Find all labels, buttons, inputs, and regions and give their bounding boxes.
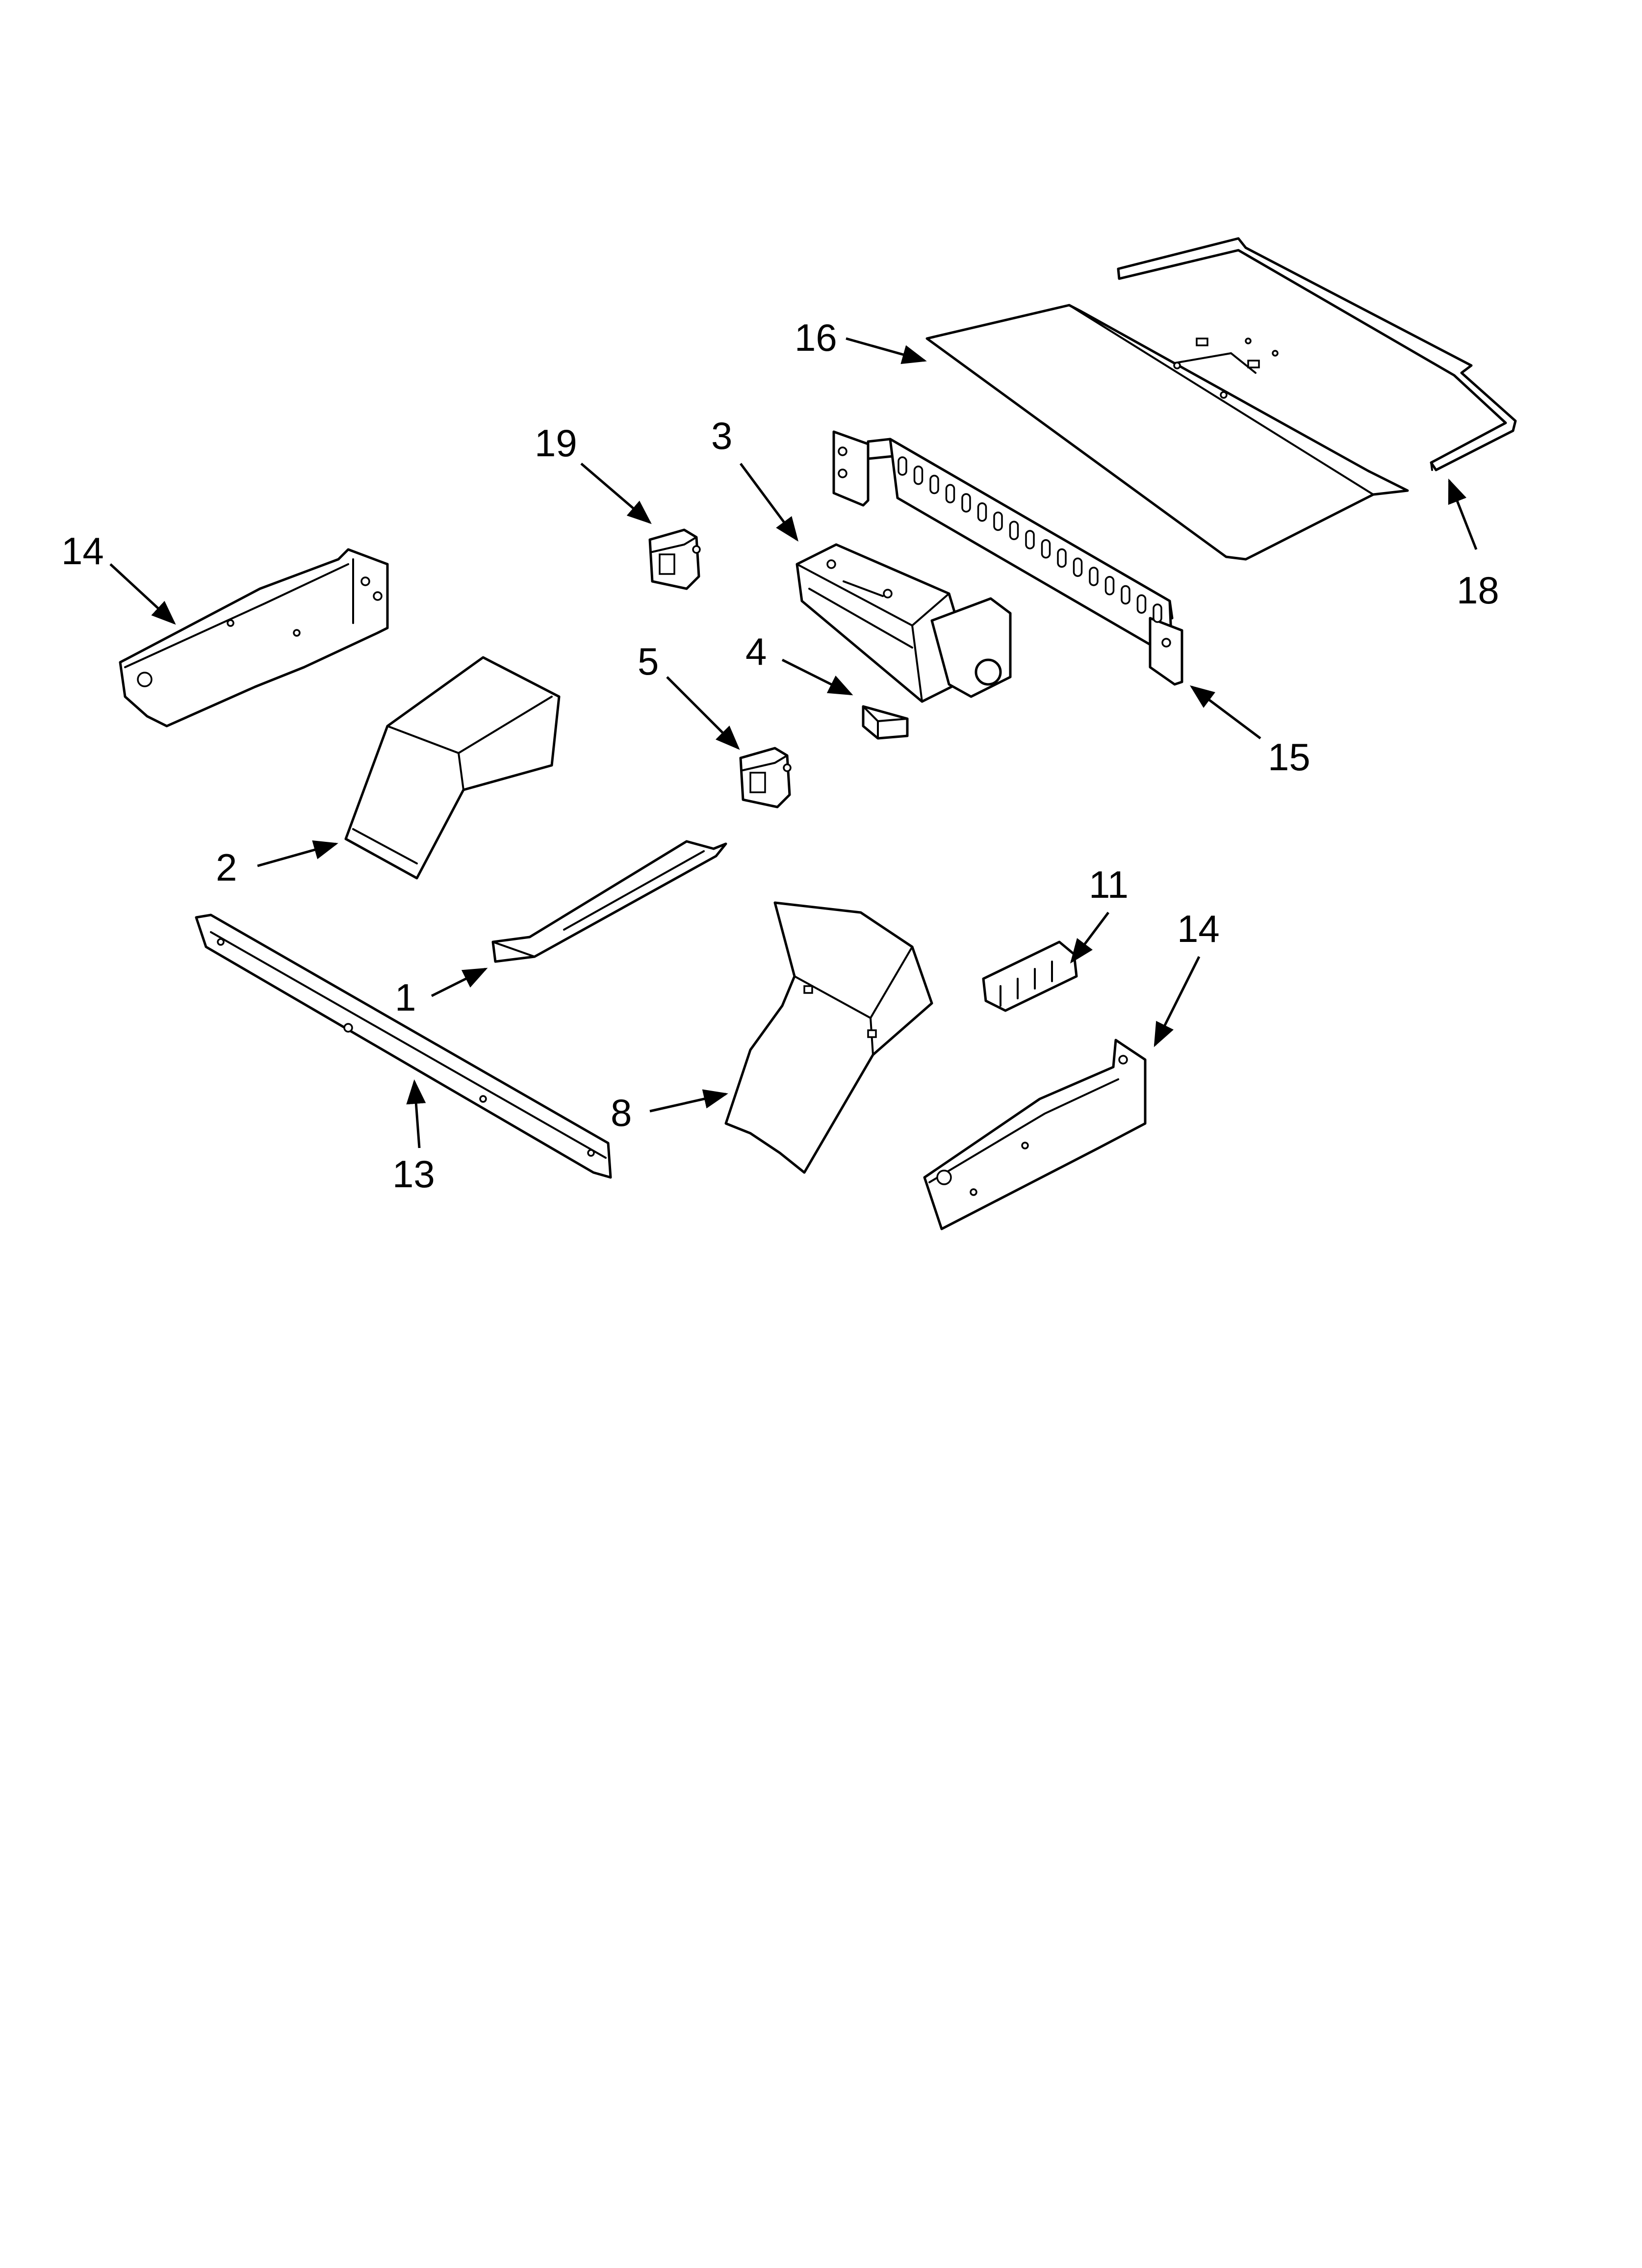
leader-lines	[109, 337, 1478, 1148]
part-13-rail	[195, 913, 612, 1179]
callout-11: 11	[1089, 863, 1129, 906]
callout-19: 19	[535, 421, 577, 465]
vent-slot	[929, 474, 939, 495]
callout-15: 15	[1268, 735, 1310, 779]
leader-18	[1448, 478, 1478, 550]
leader-1	[431, 967, 488, 997]
leader-4	[781, 658, 853, 696]
part-4-terminal-block	[862, 705, 909, 740]
leader-3	[739, 463, 798, 542]
leader-2	[257, 840, 338, 867]
leader-14-left	[109, 563, 176, 625]
vent-slot	[1009, 521, 1019, 540]
vent-slots	[898, 456, 1162, 623]
leader-19	[580, 463, 652, 524]
leader-16	[846, 337, 927, 365]
vent-slot	[1041, 539, 1051, 559]
vent-slot	[1153, 603, 1162, 623]
part-19-switch	[648, 528, 701, 590]
vent-slot	[945, 484, 955, 503]
leader-8	[649, 1089, 728, 1113]
part-1-strip	[491, 840, 727, 963]
callout-2: 2	[216, 846, 237, 889]
part-14-right-bracket	[923, 1039, 1147, 1230]
callout-13: 13	[392, 1152, 435, 1196]
vent-slot	[1104, 576, 1115, 596]
part-8-shield	[724, 901, 933, 1174]
vent-slot	[961, 493, 971, 513]
callout-16: 16	[795, 316, 837, 359]
part-3-control-assembly	[795, 543, 1012, 703]
callout-5: 5	[638, 640, 659, 683]
callout-4: 4	[745, 630, 767, 673]
callout-labels: 16 18 15 3 19 14 4 5 2 1 13 8 11 14	[61, 316, 1499, 1196]
vent-slot	[913, 466, 924, 485]
vent-slot	[1089, 567, 1099, 586]
part-11-terminal-strip	[982, 940, 1078, 1012]
vent-slot	[1057, 548, 1067, 568]
part-16-panel	[925, 304, 1409, 561]
callout-3: 3	[711, 414, 732, 457]
part-15-vent-bracket	[832, 430, 1183, 686]
leader-11	[1070, 912, 1109, 964]
leader-14-right	[1154, 956, 1201, 1047]
vent-slot	[977, 502, 987, 522]
callout-14-left: 14	[61, 529, 104, 573]
callout-8: 8	[611, 1091, 632, 1134]
part-2-duct	[344, 656, 561, 880]
leader-13	[406, 1079, 426, 1148]
vent-slot	[1136, 594, 1147, 614]
vent-slot	[1025, 530, 1035, 549]
part-5-switch	[739, 747, 792, 808]
vent-slot	[1073, 557, 1083, 577]
vent-slot	[898, 456, 907, 476]
vent-slot	[1121, 585, 1130, 605]
leader-15	[1190, 685, 1261, 739]
part-18-top-panel	[1117, 237, 1517, 471]
vent-slot	[993, 511, 1003, 531]
callout-14-right: 14	[1177, 907, 1220, 950]
callout-18: 18	[1457, 569, 1499, 612]
callout-1: 1	[395, 976, 416, 1019]
leader-5	[666, 676, 740, 750]
part-14-left-bracket	[119, 548, 389, 728]
